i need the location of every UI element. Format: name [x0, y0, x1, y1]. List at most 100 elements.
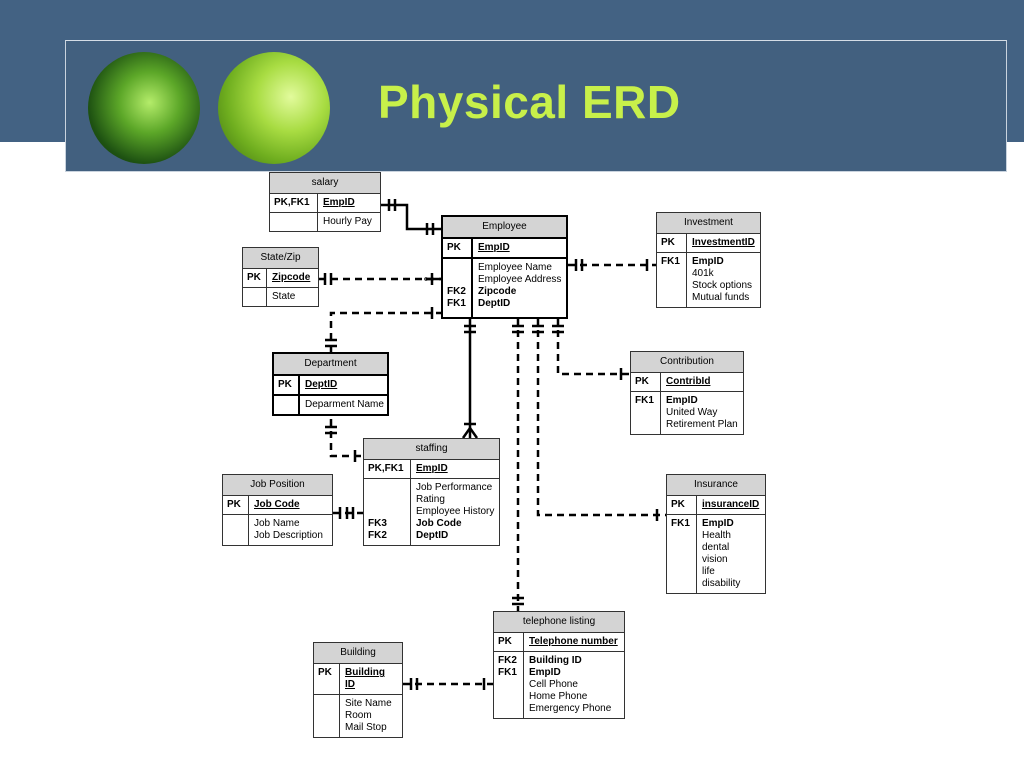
pk-key: PK	[667, 496, 697, 514]
rel-department-staffing	[329, 419, 363, 458]
entity-telephone-listing: telephone listing PK Telephone number FK…	[493, 611, 625, 719]
fk-key: FK1	[447, 298, 466, 309]
entity-investment: Investment PK InvestmentID FK1 EmpID 401…	[656, 212, 761, 308]
pk-field: insuranceID	[702, 499, 760, 510]
pk-field: Job Code	[254, 499, 300, 510]
pk-key: PK	[314, 664, 340, 694]
entity-staffing: staffing PK,FK1 EmpID FK3 FK2 Job Perfor…	[363, 438, 500, 546]
entity-title: Investment	[657, 213, 760, 234]
key-cell	[270, 213, 318, 231]
pk-key: PK	[494, 633, 524, 651]
entity-title: Job Position	[223, 475, 332, 496]
pk-field: DeptID	[305, 379, 338, 390]
key-cell	[314, 695, 340, 737]
pk-key: PK,FK1	[270, 194, 318, 212]
pk-field: Zipcode	[272, 272, 311, 283]
pk-field: EmpID	[323, 197, 355, 208]
entity-title: Employee	[443, 217, 566, 239]
field: Mutual funds	[692, 292, 750, 303]
field: Employee Address	[478, 274, 562, 285]
field: Rating	[416, 494, 445, 505]
fk-key: FK1	[661, 256, 680, 267]
field: EmpID	[529, 667, 561, 678]
field: Site Name	[345, 698, 392, 709]
fk-key: FK1	[671, 518, 690, 529]
fk-key: FK2	[498, 655, 517, 666]
pk-key: PK	[443, 239, 473, 257]
field: Mail Stop	[345, 722, 387, 733]
end-mark	[424, 277, 428, 281]
fk-key: FK1	[635, 395, 654, 406]
entity-building: Building PK Building ID Site Name Room M…	[313, 642, 403, 738]
pk-key: PK	[243, 269, 267, 287]
leaf-image-2	[218, 52, 330, 164]
rel-employee-insurance	[536, 318, 666, 517]
field: Health	[702, 530, 731, 541]
entity-employee: Employee PK EmpID FK2 FK1 Employee Name …	[441, 215, 568, 319]
fk-key: FK3	[368, 518, 387, 529]
field: State	[272, 291, 296, 302]
entity-state-zip: State/Zip PK Zipcode State	[242, 247, 319, 307]
field: Deparment Name	[305, 399, 384, 410]
rel-department-employee	[329, 311, 441, 352]
leaf-image-1	[88, 52, 200, 164]
pk-key: PK	[631, 373, 661, 391]
pk-key: PK	[223, 496, 249, 514]
entity-title: salary	[270, 173, 380, 194]
fk-key: FK2	[368, 530, 387, 541]
entity-title: State/Zip	[243, 248, 318, 269]
entity-title: Insurance	[667, 475, 765, 496]
fk-key: FK2	[447, 286, 466, 297]
field: EmpID	[692, 256, 724, 267]
pk-field: EmpID	[478, 242, 510, 253]
pk-field: InvestmentID	[692, 237, 755, 248]
entity-title: Department	[274, 354, 387, 376]
entity-title: Building	[314, 643, 402, 664]
entity-title: staffing	[364, 439, 499, 460]
field: disability	[702, 578, 741, 589]
field: Home Phone	[529, 691, 588, 702]
field: Cell Phone	[529, 679, 578, 690]
rel-employee-contribution	[556, 318, 630, 376]
end-mark	[461, 425, 479, 439]
field: Job Performance	[416, 482, 493, 493]
entity-salary: salary PK,FK1 EmpID Hourly Pay	[269, 172, 381, 232]
entity-title: telephone listing	[494, 612, 624, 633]
field: Building ID	[529, 655, 582, 666]
field: 401k	[692, 268, 714, 279]
field: United Way	[666, 407, 718, 418]
pk-field: EmpID	[416, 463, 448, 474]
pk-field: ContribId	[666, 376, 711, 387]
entity-insurance: Insurance PK insuranceID FK1 EmpID Healt…	[666, 474, 766, 594]
field: Employee History	[416, 506, 495, 517]
key-cell	[223, 515, 249, 545]
key-cell	[243, 288, 267, 306]
field: DeptID	[416, 530, 449, 541]
field: Room	[345, 710, 372, 721]
pk-key: PK	[274, 376, 300, 394]
field: Job Code	[416, 518, 462, 529]
field: Emergency Phone	[529, 703, 612, 714]
page-title: Physical ERD	[378, 76, 681, 128]
field: EmpID	[702, 518, 734, 529]
pk-field: Telephone number	[529, 636, 618, 647]
field: Job Name	[254, 518, 300, 529]
field: vision	[702, 554, 728, 565]
field: EmpID	[666, 395, 698, 406]
entity-contribution: Contribution PK ContribId FK1 EmpID Unit…	[630, 351, 744, 435]
key-cell	[274, 396, 300, 414]
entity-department: Department PK DeptID Deparment Name	[272, 352, 389, 416]
field: Retirement Plan	[666, 419, 738, 430]
fk-key: FK1	[498, 667, 517, 678]
field: Hourly Pay	[323, 216, 372, 227]
entity-job-position: Job Position PK Job Code Job Name Job De…	[222, 474, 333, 546]
pk-field: Building ID	[345, 667, 385, 690]
field: Zipcode	[478, 286, 517, 297]
field: Job Description	[254, 530, 323, 541]
pk-key: PK,FK1	[364, 460, 411, 478]
entity-title: Contribution	[631, 352, 743, 373]
pk-key: PK	[657, 234, 687, 252]
field: life	[702, 566, 715, 577]
field: Stock options	[692, 280, 753, 291]
